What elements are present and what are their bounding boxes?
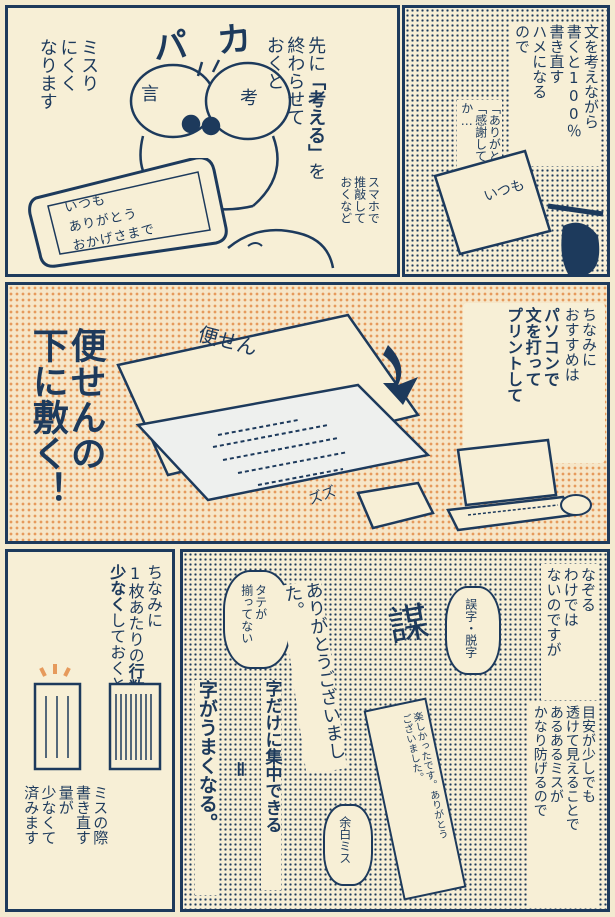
pen-hand-illustration: [547, 203, 604, 274]
text-shiteoku: しておくと: [107, 612, 127, 692]
note-paper-text: 楽しかったです。ありがとう ございました。: [398, 710, 448, 841]
hand-illustration: [227, 228, 335, 269]
text-kangaeru: 先に「考える」を 終わらせて おくと: [263, 36, 327, 211]
text-sukunaku-bold: 少なく: [107, 564, 127, 612]
bubble-yohaku-text: 余白ミス: [337, 816, 352, 864]
text-nazoru: なぞる わけでは ないのですが: [541, 564, 599, 700]
text-box-osusume: ちなみに おすすめは パソコンで 文を打って プリントして: [463, 303, 605, 463]
bold-line-1: 字だけに集中できる: [261, 680, 282, 890]
smartphone-illustration: [28, 158, 228, 268]
printer-illustration: [356, 481, 435, 530]
panel-2: 文を考えながら 書くと100％ 書き直す ハメになる ので 「ありがとう」か 「…: [402, 5, 610, 277]
text-pasokon: パソコンで 文を打って プリントして: [504, 307, 560, 403]
note-paper: 楽しかったです。ありがとう ございました。: [363, 697, 467, 901]
letter-paper-illustration: [433, 149, 552, 256]
bubble-goji: 誤字・脱字: [445, 586, 501, 675]
paper-stack-illustration: [116, 313, 431, 502]
bubble-yohaku: 余白ミス: [323, 804, 373, 886]
laptop-illustration: [446, 438, 575, 532]
bubble-tate-text: タテが 揃ってない: [239, 584, 268, 644]
text-meyasu: 目安が少しでも 透けて見えることで あるあるミスが かなり防げるので: [528, 702, 599, 908]
text-owarasete: を 終わらせて おくと: [263, 36, 327, 180]
bold-line-2: 字がうまくなる。: [195, 680, 218, 895]
big-text-binsen: 便せんの 下に敷く！: [26, 327, 106, 507]
text-misri: ミスり にくく なります: [36, 38, 100, 110]
big-char-error: 謀: [385, 598, 433, 652]
mouse-illustration: [560, 494, 592, 516]
panel-1: パカ 言 考 ミスり にくく なります 先に「考える」を 終わらせて おくと い…: [5, 5, 400, 277]
text-bunwo: 文を考えながら 書くと100％ 書き直す ハメになる ので: [510, 22, 601, 166]
head-label-right: 考: [240, 88, 258, 109]
panel-4: ちなみに 1枚あたりの行数を少なくしておくと: [5, 549, 175, 912]
panel-3: 便せんの 下に敷く！ 便せん ちなみに おすすめは パソコンで 文を打って プリ…: [5, 282, 610, 544]
bubble-goji-text: 誤字・脱字: [463, 598, 478, 658]
head-label-left: 言: [141, 84, 159, 105]
panel-5: なぞる わけでは ないのですが 目安が少しでも 透けて見えることで あるあるミス…: [180, 549, 610, 912]
note-smartphone: スマホで 推敲して おくなど: [338, 176, 381, 224]
text-kangaeru-bold: 「考える」: [305, 72, 327, 162]
head-illustration: [129, 59, 292, 211]
text-saki: 先に: [305, 36, 327, 72]
line-paper-illustration: [33, 664, 162, 771]
handwritten-arigatou: ありがとうございました。: [279, 580, 348, 774]
text-kakinaosu: ミスの際 書き直す 量が 少なくて 済みます: [22, 785, 110, 845]
text-chinami-ichimai: ちなみに 1枚あたりの: [125, 564, 163, 663]
equals-sign: ＝: [228, 760, 250, 778]
text-chinami: ちなみに おすすめは: [562, 307, 598, 382]
bubble-tate: タテが 揃ってない: [223, 570, 291, 669]
